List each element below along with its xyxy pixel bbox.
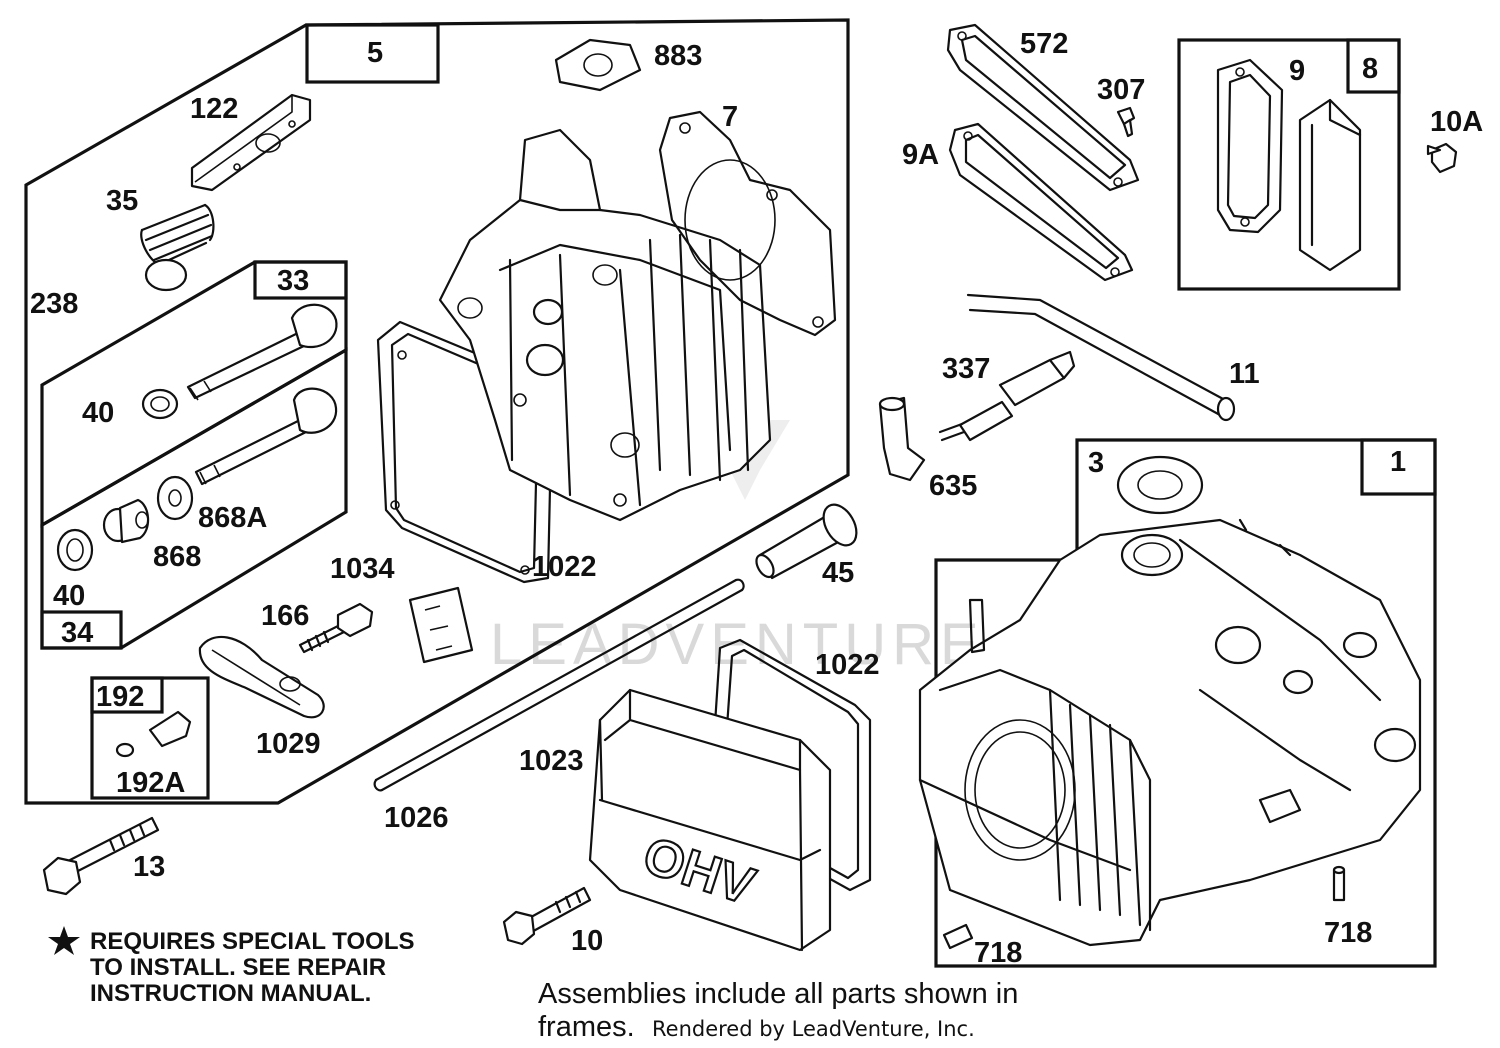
label-45: 45 <box>822 557 854 589</box>
valve-cover-1023 <box>588 688 832 952</box>
label-883: 883 <box>654 40 702 72</box>
label-192a: 192A <box>116 767 185 799</box>
washer-868a <box>156 475 194 521</box>
keeper-40-upper <box>141 388 179 420</box>
valve-upper <box>186 303 338 401</box>
label-11: 11 <box>1229 358 1260 390</box>
seal-868 <box>102 498 150 544</box>
note-line-1: REQUIRES SPECIAL TOOLS <box>90 928 415 955</box>
label-13: 13 <box>133 851 165 883</box>
label-1029: 1029 <box>256 728 321 760</box>
label-238: 238 <box>30 288 78 320</box>
label-9: 9 <box>1289 55 1305 87</box>
engine-block <box>918 518 1422 947</box>
frame-label-34: 34 <box>61 617 93 649</box>
bracket-122 <box>190 93 312 192</box>
spring-35 <box>140 203 215 267</box>
label-868: 868 <box>153 541 201 573</box>
push-rod-1026 <box>373 578 745 792</box>
screw-307 <box>1116 106 1136 138</box>
label-40-upper: 40 <box>82 397 114 429</box>
frame-label-1: 1 <box>1390 446 1406 478</box>
frame-label-5: 5 <box>367 37 383 69</box>
footer-line-1: Assemblies include all parts shown in <box>538 978 1018 1010</box>
cover-stamp: OHV <box>636 826 761 916</box>
breather-gasket-9 <box>1216 58 1284 234</box>
label-307: 307 <box>1097 74 1145 106</box>
keeper-40-lower <box>56 528 94 572</box>
oil-seal-3 <box>1116 455 1204 515</box>
washer-868a-hole <box>168 489 182 507</box>
gasket-9a <box>948 122 1134 282</box>
label-166: 166 <box>261 600 309 632</box>
watermark-text: LEADVENTURE <box>490 612 985 677</box>
breather-tube-11 <box>966 293 1236 422</box>
label-635: 635 <box>929 470 977 502</box>
label-572: 572 <box>1020 28 1068 60</box>
frame-192 <box>90 676 210 800</box>
frame-label-33: 33 <box>277 265 309 297</box>
stud-166 <box>298 602 374 654</box>
frame-label-8: 8 <box>1362 53 1378 85</box>
label-1023: 1023 <box>519 745 584 777</box>
spark-boot-635 <box>878 396 926 482</box>
label-10a: 10A <box>1430 106 1483 138</box>
bolt-13 <box>42 816 160 896</box>
label-122: 122 <box>190 93 238 125</box>
gasket-7 <box>658 110 837 337</box>
label-1034: 1034 <box>330 553 395 585</box>
tube-45 <box>755 503 858 580</box>
dowel-718-left <box>942 923 974 950</box>
cap-238 <box>144 258 188 292</box>
dowel-718-right <box>1332 865 1346 902</box>
bolt-10 <box>502 886 592 946</box>
guide-plate-1034 <box>408 586 474 664</box>
frame-8 <box>1177 38 1401 291</box>
gasket-572 <box>946 23 1140 192</box>
label-1022-cover: 1022 <box>815 649 880 681</box>
breather-cover-9 <box>1298 98 1362 272</box>
gasket-883 <box>554 38 642 92</box>
valve-lower <box>194 387 338 486</box>
special-tools-star-icon <box>48 926 80 955</box>
label-718-left: 718 <box>974 937 1022 969</box>
frame-label-192: 192 <box>96 681 144 713</box>
footer-credit: Rendered by LeadVenture, Inc. <box>652 1017 975 1041</box>
footer-line-2: frames. <box>538 1011 635 1043</box>
label-337: 337 <box>942 353 990 385</box>
label-10: 10 <box>571 925 603 957</box>
screw-10a <box>1426 142 1458 174</box>
label-1026: 1026 <box>384 802 449 834</box>
frame-5 <box>24 18 850 805</box>
frame-33-34 <box>40 260 348 650</box>
adjuster-192 <box>115 710 192 758</box>
label-7: 7 <box>722 101 738 133</box>
label-868a: 868A <box>198 502 267 534</box>
label-1022-head: 1022 <box>532 551 597 583</box>
label-718-right: 718 <box>1324 917 1372 949</box>
label-35: 35 <box>106 185 138 217</box>
label-9a: 9A <box>902 139 939 171</box>
label-3: 3 <box>1088 447 1104 479</box>
note-line-2: TO INSTALL. SEE REPAIR <box>90 954 386 981</box>
label-40-lower: 40 <box>53 580 85 612</box>
cylinder-head <box>438 128 772 522</box>
spark-plug-337 <box>938 350 1076 442</box>
rocker-arm-1029 <box>198 635 325 719</box>
note-line-3: INSTRUCTION MANUAL. <box>90 980 371 1007</box>
